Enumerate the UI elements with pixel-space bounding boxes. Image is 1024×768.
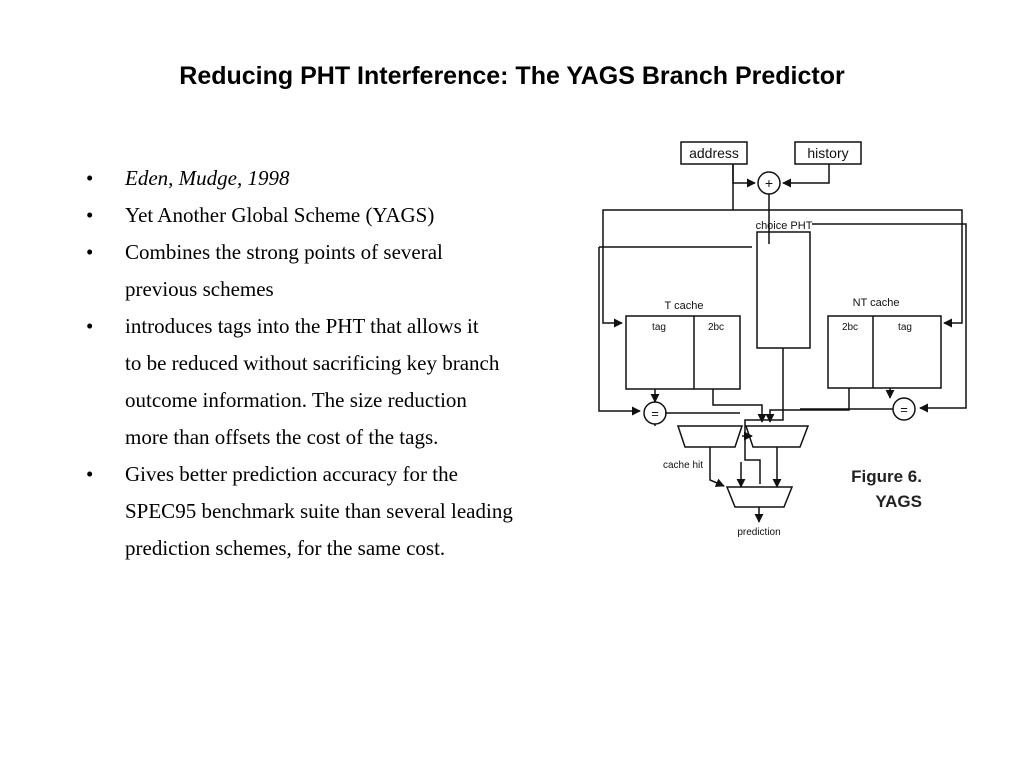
bullet-line: Eden, Mudge, 1998: [125, 166, 290, 190]
figure-caption-number: Figure 6.: [851, 467, 922, 486]
address-label: address: [689, 145, 739, 161]
bullet-item: • introduces tags into the PHT that allow…: [86, 308, 591, 456]
bullet-item: • Gives better prediction accuracy for th…: [86, 456, 591, 567]
history-box: [794, 141, 862, 165]
t-cache-box: [625, 315, 741, 390]
nt-mux: [744, 425, 810, 448]
t-cache-label: T cache: [665, 300, 704, 312]
bullet-line: Yet Another Global Scheme (YAGS): [125, 203, 435, 227]
prediction-label: prediction: [737, 527, 780, 538]
bullet-dot: •: [86, 203, 94, 227]
nt-compare-label: =: [900, 402, 908, 417]
bullet-line: Combines the strong points of several: [125, 240, 443, 264]
bullet-line: prediction schemes, for the same cost.: [125, 536, 446, 560]
slide-title: Reducing PHT Interference: The YAGS Bran…: [179, 62, 845, 90]
xor-label: +: [765, 175, 773, 191]
bullet-item: • Eden, Mudge, 1998: [86, 160, 591, 197]
bullet-dot: •: [86, 166, 94, 190]
figure-caption-name: YAGS: [875, 492, 922, 511]
bullet-line: SPEC95 benchmark suite than several lead…: [125, 499, 513, 523]
history-label: history: [807, 145, 848, 161]
choice-pht-box: [756, 231, 811, 349]
bullet-dot: •: [86, 240, 94, 264]
t-mux: [676, 425, 744, 448]
bullet-line: previous schemes: [125, 277, 274, 301]
bullet-line: introduces tags into the PHT that allows…: [125, 314, 479, 338]
t-cache-tag-label: tag: [652, 322, 666, 333]
t-cache-2bc-label: 2bc: [708, 322, 724, 333]
cache-hit-label: cache hit: [663, 460, 703, 471]
yags-diagram: address history + choice PHT T cache NT …: [598, 141, 967, 538]
bullet-list: • Eden, Mudge, 1998 • Yet Another Global Sc…: [86, 160, 591, 567]
nt-cache-box: [827, 315, 942, 389]
bullet-line: more than offsets the cost of the tags.: [125, 425, 439, 449]
nt-cache-tag-label: tag: [898, 322, 912, 333]
final-mux: [725, 486, 794, 508]
bullet-dot: •: [86, 314, 94, 338]
nt-cache-label: NT cache: [853, 297, 900, 309]
choice-pht-label: choice PHT: [756, 220, 813, 232]
bullet-item: • Combines the strong points of several pr…: [86, 234, 591, 308]
bullet-line: outcome information. The size reduction: [125, 388, 467, 412]
nt-cache-2bc-label: 2bc: [842, 322, 858, 333]
bullet-item: • Yet Another Global Scheme (YAGS): [86, 197, 591, 234]
bullet-line: Gives better prediction accuracy for the: [125, 462, 458, 486]
bullet-line: to be reduced without sacrificing key br…: [125, 351, 500, 375]
address-box: [680, 141, 748, 165]
bullet-dot: •: [86, 462, 94, 486]
t-compare-label: =: [651, 406, 659, 421]
